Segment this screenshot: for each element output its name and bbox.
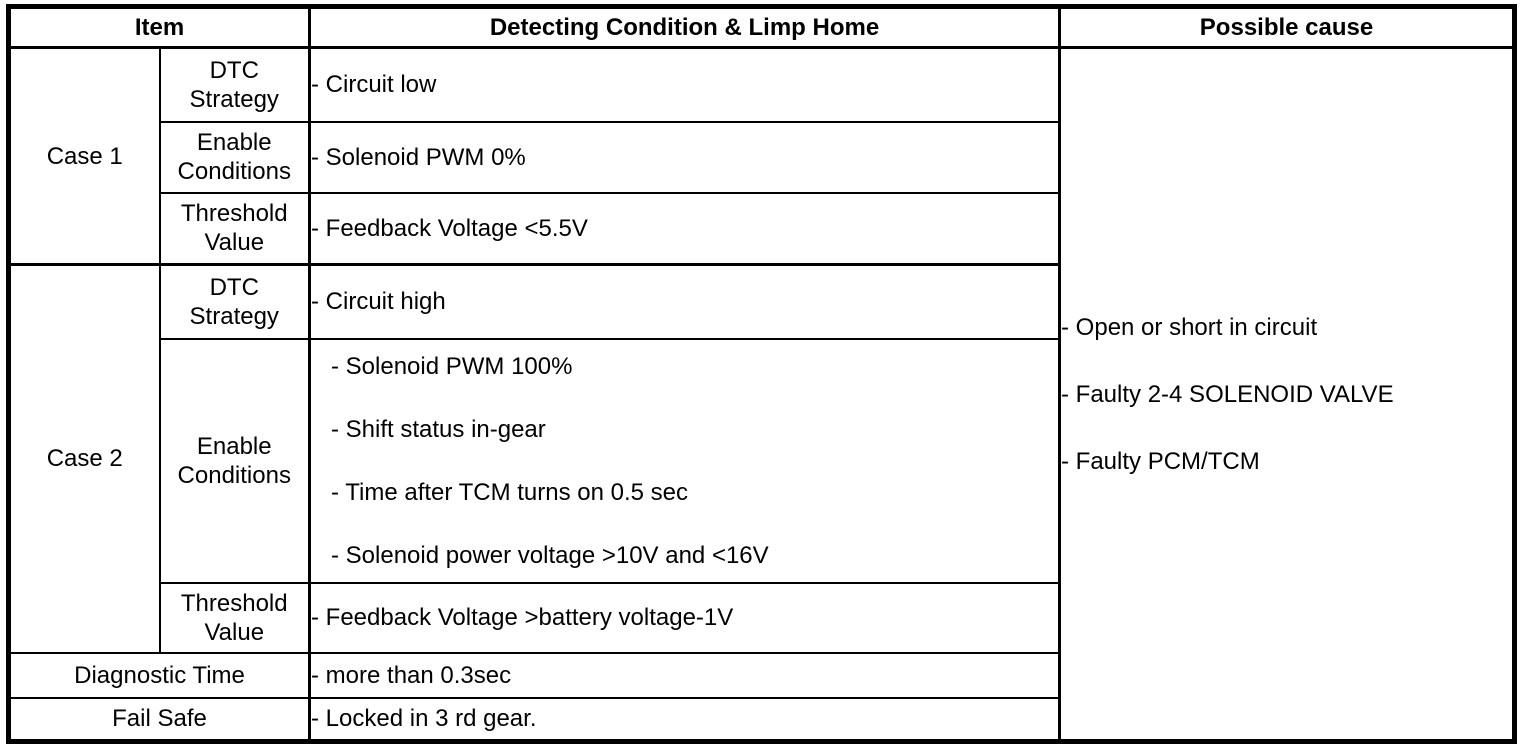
condition-line: - Locked in 3 rd gear. bbox=[311, 705, 537, 733]
table-row: Threshold Value - Feedback Voltage <5.5V bbox=[9, 191, 1515, 266]
case2-threshold-value-label: Threshold Value bbox=[158, 581, 312, 654]
item-label-text: Threshold Value bbox=[180, 200, 288, 257]
condition-line: - Solenoid PWM 0% bbox=[311, 143, 526, 171]
case2-dtc-strategy-value: - Circuit high bbox=[308, 263, 1062, 340]
case1-threshold-value-label: Threshold Value bbox=[158, 191, 312, 266]
condition-line: - more than 0.3sec bbox=[311, 661, 512, 689]
condition-line: - Feedback Voltage >battery voltage-1V bbox=[311, 604, 734, 631]
case1-threshold-value-value: - Feedback Voltage <5.5V bbox=[308, 191, 1062, 266]
header-detecting-condition: Detecting Condition & Limp Home bbox=[308, 5, 1062, 49]
case2-threshold-value-value: - Feedback Voltage >battery voltage-1V bbox=[308, 581, 1062, 654]
case1-dtc-strategy-value: - Circuit low bbox=[308, 46, 1062, 123]
diagnostic-time-value: - more than 0.3sec bbox=[308, 651, 1062, 699]
item-label-text: Enable Conditions bbox=[177, 432, 291, 489]
condition-line: - Circuit high bbox=[311, 288, 446, 316]
dtc-detecting-condition-table: Item Detecting Condition & Limp Home Pos… bbox=[6, 4, 1518, 744]
table-row: Case 1 DTC Strategy - Circuit low - Open… bbox=[7, 46, 1516, 743]
condition-line: - Feedback Voltage <5.5V bbox=[311, 214, 588, 242]
case1-dtc-strategy-label: DTC Strategy bbox=[158, 46, 312, 123]
condition-line: - Shift status in-gear bbox=[331, 415, 546, 443]
case2-dtc-strategy-label: DTC Strategy bbox=[158, 263, 312, 340]
header-item: Item bbox=[7, 5, 312, 49]
table-header-row: Item Detecting Condition & Limp Home Pos… bbox=[7, 5, 1516, 49]
possible-cause-cell: - Open or short in circuit - Faulty 2-4 … bbox=[1058, 46, 1516, 743]
possible-cause-list: - Open or short in circuit - Faulty 2-4 … bbox=[1061, 313, 1512, 476]
condition-line: - Time after TCM turns on 0.5 sec bbox=[331, 478, 689, 506]
case2-label: Case 2 bbox=[7, 263, 161, 654]
possible-cause-item: - Open or short in circuit bbox=[1061, 313, 1318, 341]
fail-safe-label: Fail Safe bbox=[7, 696, 312, 743]
possible-cause-item: - Faulty 2-4 SOLENOID VALVE bbox=[1061, 380, 1394, 408]
condition-line: - Circuit low bbox=[311, 71, 437, 99]
table-row: Enable Conditions - Solenoid PWM 0% bbox=[9, 120, 1515, 194]
table-row: Threshold Value - Feedback Voltage >batt… bbox=[9, 581, 1515, 654]
table-row: Enable Conditions - Solenoid PWM 100% - … bbox=[9, 337, 1515, 584]
condition-line: - Solenoid PWM 100% bbox=[331, 352, 573, 380]
possible-cause-item: - Faulty PCM/TCM bbox=[1061, 447, 1260, 475]
header-possible-cause: Possible cause bbox=[1058, 5, 1516, 49]
case1-enable-conditions-value: - Solenoid PWM 0% bbox=[308, 120, 1062, 194]
item-label-text: DTC Strategy bbox=[189, 273, 279, 330]
item-label-text: DTC Strategy bbox=[189, 56, 279, 113]
case2-enable-conditions-value: - Solenoid PWM 100% - Shift status in-ge… bbox=[308, 337, 1062, 584]
table-row: Case 2 DTC Strategy - Circuit high bbox=[7, 263, 1515, 654]
diagnostic-time-label: Diagnostic Time bbox=[7, 651, 312, 699]
table-row: Diagnostic Time - more than 0.3sec bbox=[7, 651, 1515, 699]
item-label-text: Enable Conditions bbox=[177, 129, 291, 185]
item-label-text: Threshold Value bbox=[180, 589, 288, 646]
fail-safe-value: - Locked in 3 rd gear. bbox=[308, 696, 1062, 743]
condition-line: - Solenoid power voltage >10V and <16V bbox=[331, 541, 769, 569]
case1-label: Case 1 bbox=[7, 46, 161, 266]
condition-list: - Solenoid PWM 100% - Shift status in-ge… bbox=[311, 341, 1058, 581]
table-row: Fail Safe - Locked in 3 rd gear. bbox=[7, 696, 1515, 743]
case2-enable-conditions-label: Enable Conditions bbox=[158, 337, 312, 584]
case1-enable-conditions-label: Enable Conditions bbox=[158, 120, 312, 194]
